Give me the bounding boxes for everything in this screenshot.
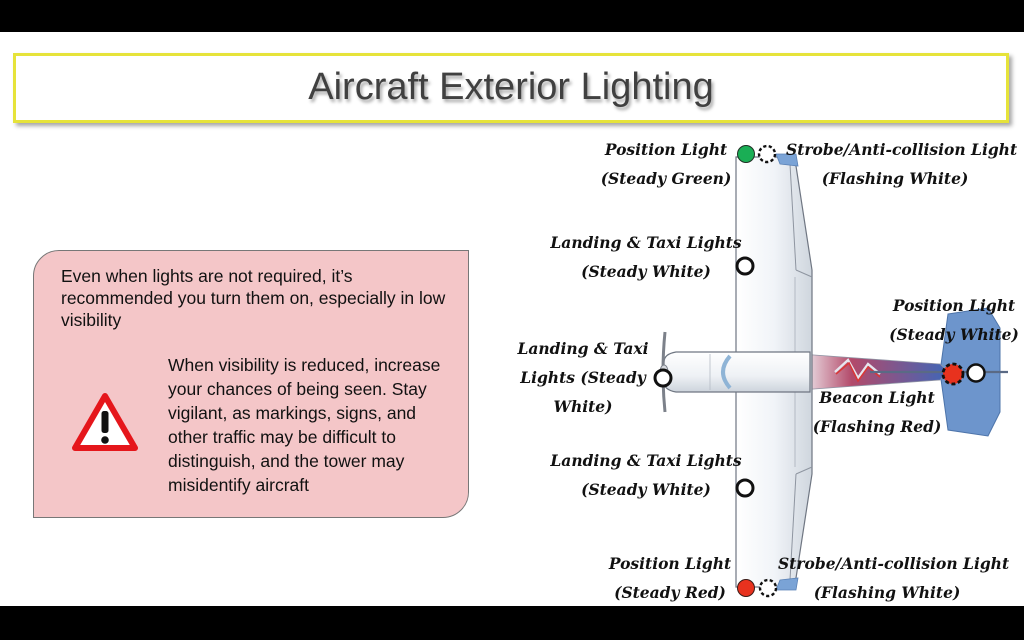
position-light-red — [737, 579, 755, 597]
aileron-line-bottom — [789, 473, 797, 581]
strobe-light-bottom — [758, 578, 778, 598]
wingtip-fairing-top — [775, 153, 799, 167]
label-landing-taxi-nose: Landing & Taxi Lights (Steady White) — [517, 339, 649, 416]
label-strobe-light-bottom: Strobe/Anti-collision Light (Flashing Wh… — [778, 554, 1010, 602]
strobe-light-top — [757, 144, 777, 164]
landing-taxi-light-left-wing — [735, 256, 755, 276]
wingtip-fairing-bottom — [775, 577, 799, 591]
label-position-light-white-tail: Position Light (Steady White) — [889, 296, 1019, 344]
position-light-green — [737, 145, 755, 163]
note-detail-text: When visibility is reduced, increase you… — [168, 355, 441, 495]
slide: Aircraft Exterior Lighting Even when lig… — [0, 32, 1024, 606]
position-light-white-tail — [966, 363, 986, 383]
label-beacon-light: Beacon Light (Flashing Red) — [812, 388, 942, 436]
note-intro-text: Even when lights are not required, it’s … — [61, 266, 446, 330]
livery-stripe — [834, 358, 881, 381]
page-title: Aircraft Exterior Lighting — [308, 66, 714, 108]
fuselage — [663, 351, 811, 393]
beacon-light — [941, 362, 965, 386]
landing-taxi-light-right-wing — [735, 478, 755, 498]
aileron-line-top — [789, 163, 797, 271]
label-strobe-light-top: Strobe/Anti-collision Light (Flashing Wh… — [786, 140, 1018, 188]
windshield — [721, 354, 732, 390]
aircraft-diagram — [653, 144, 1008, 598]
label-landing-taxi-left-wing: Landing & Taxi Lights (Steady White) — [550, 233, 742, 281]
title-box: Aircraft Exterior Lighting — [13, 53, 1009, 123]
visibility-note-box: Even when lights are not required, it’s … — [33, 250, 469, 518]
warning-icon — [72, 393, 138, 451]
landing-taxi-light-nose — [653, 368, 673, 388]
label-position-light-green: Position Light (Steady Green) — [600, 140, 732, 188]
label-landing-taxi-right-wing: Landing & Taxi Lights (Steady White) — [550, 451, 742, 499]
label-position-light-red: Position Light (Steady Red) — [608, 554, 732, 602]
